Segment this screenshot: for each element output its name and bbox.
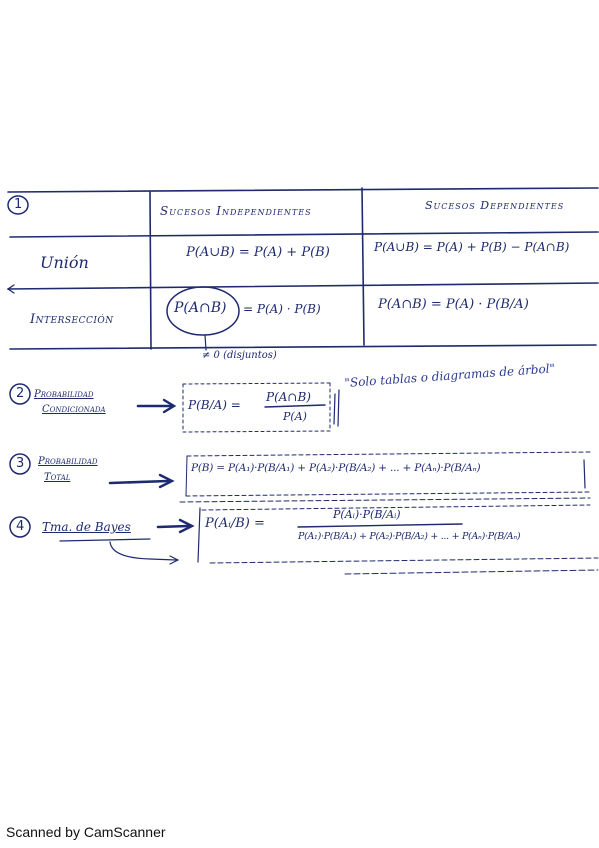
disjoint-note: ≠ 0 (disjuntos) xyxy=(202,350,277,361)
section-2-label-line2: Condicionada xyxy=(42,404,106,415)
union-independent-formula: P(A∪B) = P(A) + P(B) xyxy=(186,245,330,260)
conditional-lhs: P(B/A) = xyxy=(188,398,241,412)
section-2-label-line1: Probabilidad xyxy=(34,389,94,400)
section-1-number: 1 xyxy=(14,197,23,212)
conditional-numerator: P(A∩B) xyxy=(266,390,311,404)
section-2-number: 2 xyxy=(16,386,25,401)
row-label-intersection: Intersección xyxy=(30,312,114,327)
intersection-circled-term: P(A∩B) xyxy=(174,300,227,316)
section-4-number: 4 xyxy=(16,519,25,534)
header-independent: Sucesos Independientes xyxy=(160,204,312,218)
bayes-lhs: P(Aᵢ/B) = xyxy=(205,516,265,531)
intersection-dependent-formula: P(A∩B) = P(A) · P(B/A) xyxy=(378,297,529,312)
header-dependent: Sucesos Dependientes xyxy=(425,199,565,212)
section-3-number: 3 xyxy=(16,456,25,471)
conditional-denominator: P(A) xyxy=(283,410,307,423)
total-probability-formula: P(B) = P(A₁)·P(B/A₁) + P(A₂)·P(B/A₂) + .… xyxy=(191,462,481,474)
section-4-label: Tma. de Bayes xyxy=(42,520,131,534)
section-3-label-line1: Probabilidad xyxy=(38,456,98,467)
row-label-union: Unión xyxy=(40,253,89,272)
union-dependent-formula: P(A∪B) = P(A) + P(B) − P(A∩B) xyxy=(374,240,570,254)
bayes-numerator: P(Aᵢ)·P(B/Aᵢ) xyxy=(333,508,401,521)
intersection-independent-formula: = P(A) · P(B) xyxy=(243,302,321,316)
scanner-watermark: Scanned by CamScanner xyxy=(6,824,166,840)
bayes-denominator: P(A₁)·P(B/A₁) + P(A₂)·P(B/A₂) + ... + P(… xyxy=(298,531,521,542)
section-3-label-line2: Total xyxy=(44,472,71,483)
